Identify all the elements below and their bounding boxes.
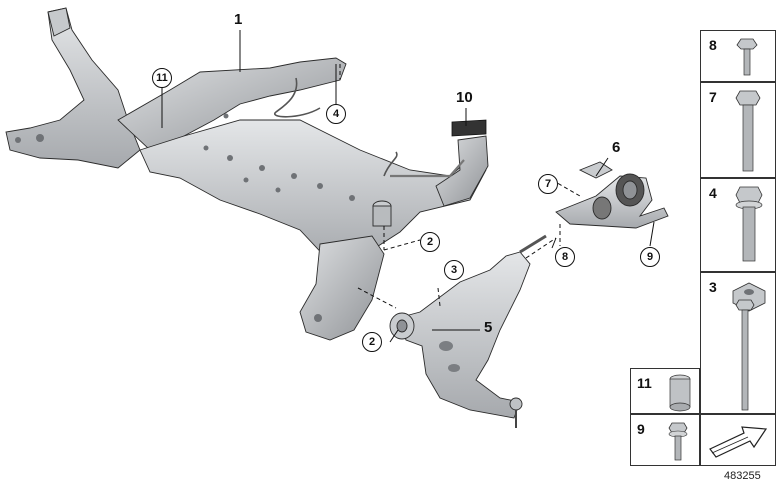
control-arm — [389, 234, 547, 428]
sleeve-icon — [669, 374, 691, 412]
panel-item-11: 11 — [630, 368, 700, 414]
callout-6: 6 — [612, 139, 621, 156]
panel-item-8: 8 — [700, 30, 776, 82]
front-subframe — [5, 7, 489, 341]
callout-11: 11 — [152, 68, 172, 88]
direction-box — [700, 414, 776, 466]
short-bolt-icon — [736, 38, 758, 76]
panel-label-8: 8 — [709, 37, 717, 53]
long-thin-bolt-icon — [735, 299, 755, 411]
pad-10 — [451, 119, 487, 137]
callout-2-lower: 2 — [362, 332, 382, 352]
panel-label-9: 9 — [637, 421, 645, 437]
callout-9: 9 — [640, 247, 660, 267]
small-bolt-icon — [668, 422, 688, 461]
panel-label-3: 3 — [709, 279, 717, 295]
callout-4: 4 — [326, 104, 346, 124]
callout-3: 3 — [444, 260, 464, 280]
panel-label-7: 7 — [709, 89, 717, 105]
callout-10: 10 — [456, 89, 473, 106]
panel-item-9: 9 — [630, 414, 700, 466]
reference-number: 483255 — [724, 470, 761, 482]
callout-5: 5 — [484, 319, 493, 336]
callout-1: 1 — [234, 11, 243, 28]
rubber-mount-bracket — [555, 161, 669, 229]
panel-item-7: 7 — [700, 82, 776, 178]
callout-2-upper: 2 — [420, 232, 440, 252]
flange-bolt-icon — [735, 186, 763, 262]
panel-item-4: 4 — [700, 178, 776, 272]
callout-7: 7 — [538, 174, 558, 194]
panel-label-11: 11 — [637, 375, 652, 391]
callout-8: 8 — [555, 247, 575, 267]
panel-item-2-extension — [700, 299, 776, 414]
leader-lines — [161, 30, 655, 343]
panel-label-4: 4 — [709, 185, 717, 201]
long-bolt-icon — [735, 90, 761, 172]
direction-arrow-icon — [709, 426, 768, 458]
